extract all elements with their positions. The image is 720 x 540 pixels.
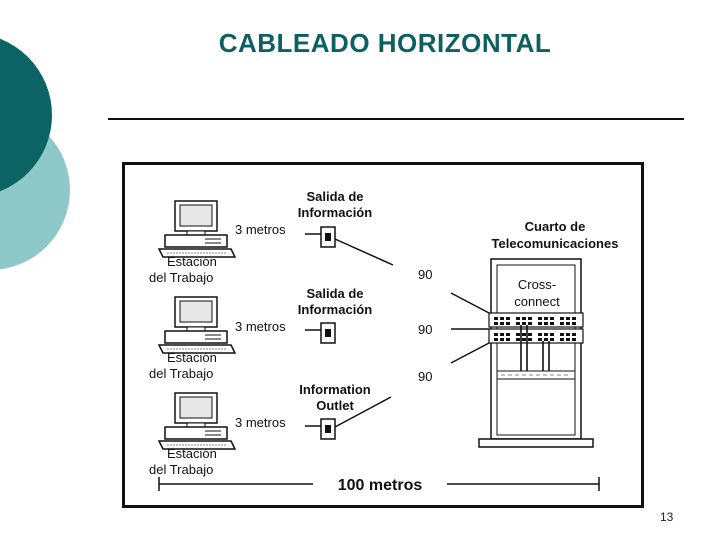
slide-title: CABLEADO HORIZONTAL <box>218 28 552 58</box>
outlet-title-2b: Información <box>298 302 372 317</box>
station-label-2b: del Trabajo <box>149 366 213 381</box>
telecom-room-label-b: Telecomunicaciones <box>492 236 619 251</box>
decorative-circles <box>0 38 70 270</box>
outlet-title-3b: Outlet <box>316 398 354 413</box>
equipment-rack <box>478 258 594 448</box>
horizontal-cable-3 <box>334 396 392 428</box>
information-outlet-2 <box>320 322 336 344</box>
outlet-title-1a: Salida de <box>306 189 363 204</box>
information-outlet-3 <box>320 418 336 440</box>
horizontal-cabling-diagram: Salida de Información 3 metros Estación … <box>122 162 644 508</box>
cable-length-3: 3 metros <box>235 415 286 430</box>
workstation-computer-3 <box>158 392 236 450</box>
telecom-room-label-a: Cuarto de <box>525 219 586 234</box>
outlet-title-1b: Información <box>298 205 372 220</box>
slide-number: 13 <box>660 510 674 524</box>
distance-dimension-line <box>158 477 600 491</box>
run-length-1: 90 <box>418 267 432 282</box>
information-outlet-1 <box>320 226 336 248</box>
cross-connect-label-a: Cross- <box>518 277 556 292</box>
run-length-2: 90 <box>418 322 432 337</box>
workstation-computer-1 <box>158 200 236 258</box>
station-label-3b: del Trabajo <box>149 462 213 477</box>
outlet-title-2a: Salida de <box>306 286 363 301</box>
rack-cable-1 <box>450 292 490 314</box>
cross-connect-label-b: connect <box>514 294 560 309</box>
cable-length-1: 3 metros <box>235 222 286 237</box>
cable-length-2: 3 metros <box>235 319 286 334</box>
station-label-2a: Estación <box>167 350 217 365</box>
title-divider <box>108 118 684 120</box>
station-label-1b: del Trabajo <box>149 270 213 285</box>
workstation-computer-2 <box>158 296 236 354</box>
total-distance-label: 100 metros <box>338 477 423 494</box>
station-label-3a: Estación <box>167 446 217 461</box>
outlet-title-3a: Information <box>299 382 371 397</box>
horizontal-cable-1 <box>334 238 394 266</box>
station-label-1a: Estación <box>167 254 217 269</box>
run-length-3: 90 <box>418 369 432 384</box>
rack-cable-3 <box>450 342 490 364</box>
